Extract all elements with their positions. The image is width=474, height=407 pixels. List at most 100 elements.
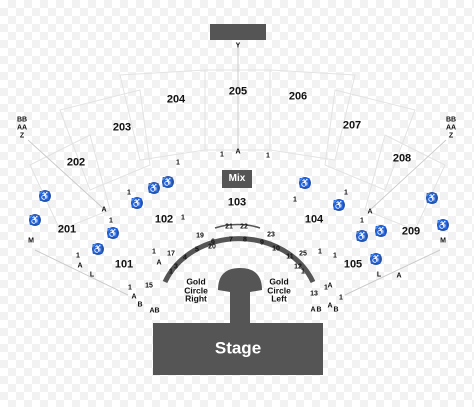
wheelchair-icon: ♿: [370, 253, 382, 265]
pit-row-label: 8: [243, 236, 247, 244]
row-label: L: [89, 271, 95, 279]
mix-label: Mix: [228, 173, 246, 184]
row-label: A: [327, 302, 333, 310]
pit-row-label: 4: [183, 254, 187, 262]
section-205[interactable]: 205: [228, 85, 248, 98]
row-label: B: [137, 301, 143, 309]
wheelchair-icon: ♿: [426, 192, 438, 204]
wheelchair-icon: ♿: [356, 230, 368, 242]
section-104[interactable]: 104: [304, 213, 324, 226]
section-203[interactable]: 203: [112, 121, 132, 134]
pit-row-label: 3: [174, 263, 178, 271]
row-label: 1: [339, 294, 343, 302]
section-105[interactable]: 105: [343, 258, 363, 271]
row-label: A: [327, 282, 333, 290]
mix-booth: [222, 170, 252, 188]
section-207-outline: [324, 89, 416, 191]
gold-circle-left-label: Gold Circle Left: [267, 276, 291, 304]
row-label: M: [440, 237, 446, 245]
gold-circle-left[interactable]: Gold Circle Left: [267, 277, 291, 303]
pit-row-label: 5: [195, 246, 199, 254]
pit-row-label: 15: [145, 282, 153, 290]
pit-front-arc: [214, 223, 261, 229]
pit-row-label: 17: [167, 250, 175, 258]
pit-row-label: 12: [294, 263, 302, 271]
wheelchair-icon: ♿: [162, 176, 174, 188]
row-label: 1: [152, 248, 156, 256]
row-label: 1: [293, 196, 297, 204]
row-label: Z: [448, 132, 454, 140]
section-208-outline: [364, 134, 446, 231]
wheelchair-icon: ♿: [92, 243, 104, 255]
section-206[interactable]: 206: [288, 90, 308, 103]
section-205-outline: [204, 69, 271, 151]
stage-label: Stage: [214, 338, 262, 358]
row-label: Y: [235, 42, 241, 50]
row-label: B: [333, 306, 339, 314]
section-103[interactable]: 103: [227, 196, 247, 209]
pit-row-label: 9: [260, 239, 264, 247]
pit-arc: [162, 236, 316, 284]
right-rail-line: [344, 249, 441, 296]
left-aisle-line: [27, 139, 106, 211]
row-label: L: [376, 271, 382, 279]
wheelchair-icon: ♿: [299, 177, 311, 189]
row-label: A: [77, 262, 83, 270]
row-label: A: [156, 259, 162, 267]
row-label: B: [154, 307, 160, 315]
row-label: B: [316, 306, 322, 314]
stage-block: [153, 323, 323, 375]
section-208[interactable]: 208: [392, 152, 412, 165]
row-label: 1: [344, 189, 348, 197]
left-rail-line: [34, 249, 129, 296]
wheelchair-icon: ♿: [131, 197, 143, 209]
wheelchair-icon: ♿: [437, 219, 449, 231]
pit-row-label: 25: [299, 250, 307, 258]
gold-circle-right[interactable]: Gold Circle Right: [184, 277, 208, 303]
row-label: AA: [445, 124, 457, 132]
row-label: 1: [266, 152, 270, 160]
row-label: AA: [16, 124, 28, 132]
pit-row-label: 1: [301, 268, 305, 276]
row-label: BB: [445, 116, 457, 124]
wheelchair-icon: ♿: [375, 225, 387, 237]
row-label: 1: [109, 217, 113, 225]
section-207[interactable]: 207: [342, 119, 362, 132]
pit-row-label: 6: [211, 238, 215, 246]
row-label: A: [367, 208, 373, 216]
section-202[interactable]: 202: [66, 156, 86, 169]
row-label: 1: [76, 252, 80, 260]
row-label: 1: [318, 248, 322, 256]
wheelchair-icon: ♿: [29, 214, 41, 226]
section-201[interactable]: 201: [57, 223, 77, 236]
section-102[interactable]: 102: [154, 213, 174, 226]
pit-row-label: 19: [196, 232, 204, 240]
row-label: 1: [333, 252, 337, 260]
pit-row-label: 10: [272, 245, 280, 253]
top-bar: [210, 24, 266, 40]
wheelchair-icon: ♿: [39, 190, 51, 202]
row-label: A: [149, 307, 155, 315]
wheelchair-icon: ♿: [107, 227, 119, 239]
section-209[interactable]: 209: [401, 225, 421, 238]
row-label: 1: [324, 284, 328, 292]
pit-row-label: 11: [286, 253, 294, 261]
gold-circle-right-label: Gold Circle Right: [184, 276, 208, 304]
section-204[interactable]: 204: [166, 93, 186, 106]
section-101[interactable]: 101: [114, 258, 134, 271]
row-label: 1: [220, 151, 224, 159]
row-label: 1: [128, 284, 132, 292]
row-label: 1: [360, 217, 364, 225]
right-aisle-line: [369, 139, 447, 211]
row-label: A: [235, 148, 241, 156]
row-label: A: [131, 293, 137, 301]
pit-row-label: 22: [240, 223, 248, 231]
row-label: A: [310, 306, 316, 314]
row-label: 1: [127, 189, 131, 197]
section-202-outline: [29, 134, 111, 231]
section-203-outline: [59, 89, 151, 191]
pit-row-label: 21: [225, 223, 233, 231]
pit-row-label: 13: [310, 290, 318, 298]
